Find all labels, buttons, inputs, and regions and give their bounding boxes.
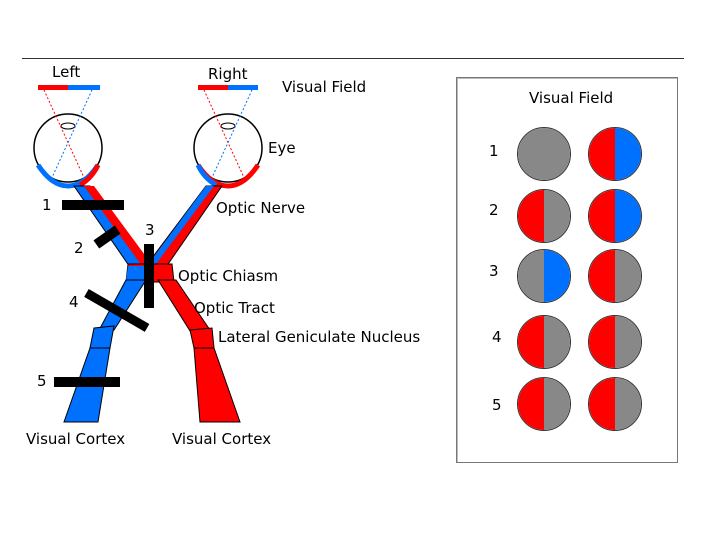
visual-field-label: Visual Field bbox=[282, 78, 367, 96]
optic-chiasm-label: Optic Chiasm bbox=[178, 267, 279, 285]
row-1-left-field-left-half bbox=[518, 128, 545, 180]
lesion-1-bar bbox=[62, 200, 124, 210]
lesion-3-bar bbox=[144, 244, 154, 308]
right-label: Right bbox=[208, 65, 248, 83]
row-5-right-field-left-half bbox=[589, 378, 616, 430]
lesion-number-4: 4 bbox=[69, 293, 79, 311]
row-number-2: 2 bbox=[489, 201, 499, 219]
row-2-right-field-circle bbox=[588, 189, 642, 243]
row-number-3: 3 bbox=[489, 262, 499, 280]
lgn-label: Lateral Geniculate Nucleus bbox=[218, 328, 421, 346]
row-2-left-field-left-half bbox=[518, 190, 545, 242]
left-eye bbox=[33, 89, 103, 189]
row-4-left-field-circle bbox=[517, 315, 571, 369]
right-optic-nerve bbox=[145, 185, 223, 271]
row-1-left-field-circle bbox=[517, 127, 571, 181]
row-5-left-field-left-half bbox=[518, 378, 545, 430]
lesion-4-bar bbox=[84, 289, 150, 332]
row-3-left-field-right-half bbox=[544, 250, 570, 302]
row-number-1: 1 bbox=[489, 142, 499, 160]
row-4-right-field-left-half bbox=[589, 316, 616, 368]
left-visual-field-bar bbox=[38, 85, 100, 90]
row-1-right-field-left-half bbox=[589, 128, 616, 180]
left-label: Left bbox=[52, 63, 81, 81]
row-5-left-field-right-half bbox=[544, 378, 570, 430]
row-1-right-field-right-half bbox=[615, 128, 641, 180]
row-1-right-field-circle bbox=[588, 127, 642, 181]
left-optic-tract bbox=[97, 279, 147, 333]
top-rule bbox=[22, 58, 684, 59]
row-3-right-field-right-half bbox=[615, 250, 641, 302]
row-4-left-field-left-half bbox=[518, 316, 545, 368]
lesion-number-3: 3 bbox=[145, 221, 155, 239]
left-lgn bbox=[89, 325, 115, 349]
row-2-left-field-circle bbox=[517, 189, 571, 243]
right-lgn bbox=[189, 327, 215, 349]
lesion-number-5: 5 bbox=[37, 372, 47, 390]
visual-cortex-right-label: Visual Cortex bbox=[172, 430, 272, 448]
optic-nerve-label: Optic Nerve bbox=[216, 199, 306, 217]
row-3-right-field-circle bbox=[588, 249, 642, 303]
lesion-number-1: 1 bbox=[42, 196, 52, 214]
row-5-right-field-circle bbox=[588, 377, 642, 431]
row-5-left-field-circle bbox=[517, 377, 571, 431]
lesion-2-bar bbox=[93, 225, 121, 249]
row-5-right-field-right-half bbox=[615, 378, 641, 430]
right-visual-radiation bbox=[193, 347, 241, 423]
right-eye bbox=[193, 89, 263, 189]
row-number-4: 4 bbox=[492, 328, 502, 346]
row-2-right-field-right-half bbox=[615, 190, 641, 242]
lesion-5-bar bbox=[54, 377, 120, 387]
row-1-left-field-right-half bbox=[544, 128, 570, 180]
row-3-right-field-left-half bbox=[589, 250, 616, 302]
lesion-number-2: 2 bbox=[74, 239, 84, 257]
row-2-left-field-right-half bbox=[544, 190, 570, 242]
row-number-5: 5 bbox=[492, 396, 502, 414]
right-visual-field-bar bbox=[198, 85, 258, 90]
eye-label: Eye bbox=[268, 139, 296, 157]
row-3-left-field-circle bbox=[517, 249, 571, 303]
optic-tract-label: Optic Tract bbox=[194, 299, 275, 317]
row-4-right-field-circle bbox=[588, 315, 642, 369]
visual-cortex-left-label: Visual Cortex bbox=[26, 430, 126, 448]
visual-field-panel: Visual Field 1 2 3 4 5 bbox=[456, 77, 678, 463]
row-3-left-field-left-half bbox=[518, 250, 545, 302]
row-2-right-field-left-half bbox=[589, 190, 616, 242]
panel-title: Visual Field bbox=[529, 89, 614, 107]
row-4-right-field-right-half bbox=[615, 316, 641, 368]
row-4-left-field-right-half bbox=[544, 316, 570, 368]
